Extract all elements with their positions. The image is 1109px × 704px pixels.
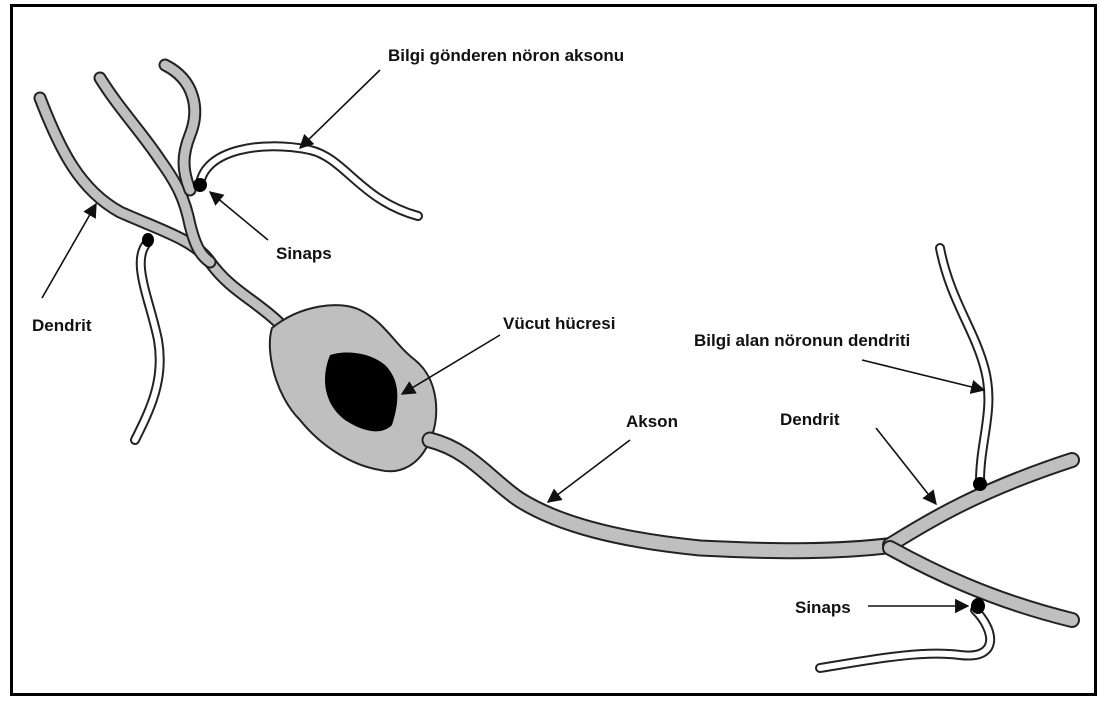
label-dendrite-right: Dendrit — [780, 410, 840, 430]
label-axon-sender: Bilgi gönderen nöron aksonu — [388, 46, 624, 66]
label-axon: Akson — [626, 412, 678, 432]
axon — [430, 440, 895, 551]
arrow-dendrite-left — [42, 204, 96, 298]
bottom-dendrite — [820, 610, 990, 668]
synapse-dot-left — [142, 233, 154, 247]
label-synapse-top: Sinaps — [276, 244, 332, 264]
dendrites-left — [40, 65, 278, 322]
arrow-synapse-top — [210, 192, 268, 240]
synapse-dot-right — [973, 477, 987, 491]
synapse-dot-top — [193, 178, 207, 192]
arrow-receiver-dendrite — [862, 360, 984, 390]
arrow-axon-sender — [300, 70, 380, 148]
label-synapse-bottom: Sinaps — [795, 598, 851, 618]
label-dendrite-left: Dendrit — [32, 316, 92, 336]
arrow-dendrite-right — [876, 428, 936, 504]
arrow-axon — [548, 440, 630, 502]
synapse-dot-bottom — [971, 598, 985, 614]
label-receiver-dendrite: Bilgi alan nöronun dendriti — [694, 331, 910, 351]
label-cell-body: Vücut hücresi — [503, 314, 615, 334]
